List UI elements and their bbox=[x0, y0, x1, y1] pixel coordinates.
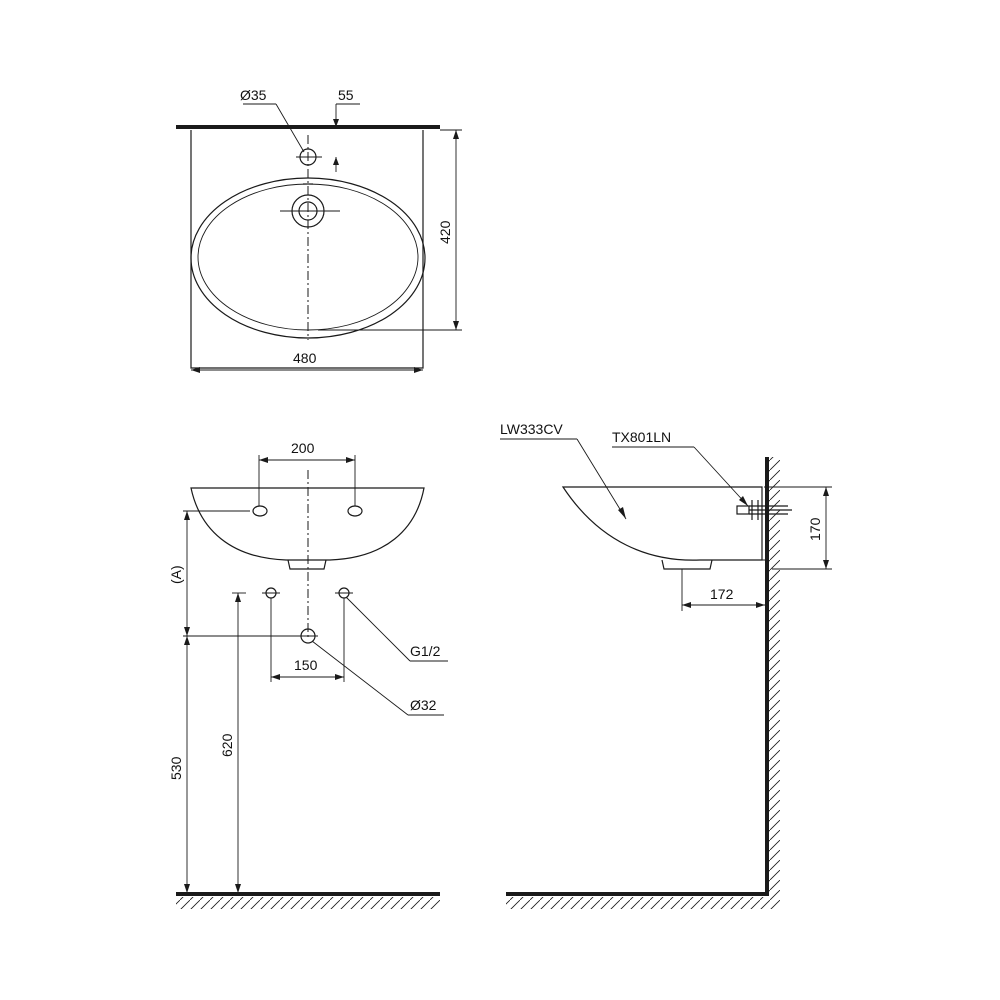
left-tap-hole bbox=[252, 505, 268, 517]
height-a-label: (A) bbox=[168, 565, 184, 584]
bracket-model-label: TX801LN bbox=[612, 429, 671, 445]
side-height-label: 170 bbox=[807, 517, 823, 541]
basin-model-label: LW333CV bbox=[500, 421, 563, 437]
drain-diameter-label: Ø32 bbox=[410, 697, 437, 713]
hole-diameter-label: Ø35 bbox=[240, 87, 267, 103]
width-label: 480 bbox=[293, 350, 317, 366]
front-floor-hatch bbox=[176, 897, 440, 909]
front-basin-outline bbox=[190, 487, 425, 561]
wall-offset-label: 172 bbox=[710, 586, 734, 602]
side-basin-outline bbox=[561, 486, 763, 561]
basin-top-outline bbox=[190, 130, 424, 369]
side-floor-hatch bbox=[506, 897, 780, 909]
right-tap-hole bbox=[347, 505, 363, 517]
supply-spacing-label: 150 bbox=[294, 657, 318, 673]
floor-height-label: 530 bbox=[168, 756, 184, 780]
hole-offset-label: 55 bbox=[338, 87, 354, 103]
side-wall-hatch bbox=[769, 457, 780, 897]
top-view: Ø35 55 420 480 bbox=[176, 87, 462, 373]
depth-label: 420 bbox=[437, 220, 453, 244]
front-view: 200 150 G1/2 Ø32 (A) 530 bbox=[168, 440, 448, 909]
tap-spacing-label: 200 bbox=[291, 440, 315, 456]
wall-bracket bbox=[736, 505, 750, 515]
supply-thread-label: G1/2 bbox=[410, 643, 441, 659]
front-drain-outlet bbox=[287, 559, 327, 570]
drain-height-label: 620 bbox=[219, 733, 235, 757]
side-view: LW333CV TX801LN 170 172 bbox=[500, 421, 832, 909]
